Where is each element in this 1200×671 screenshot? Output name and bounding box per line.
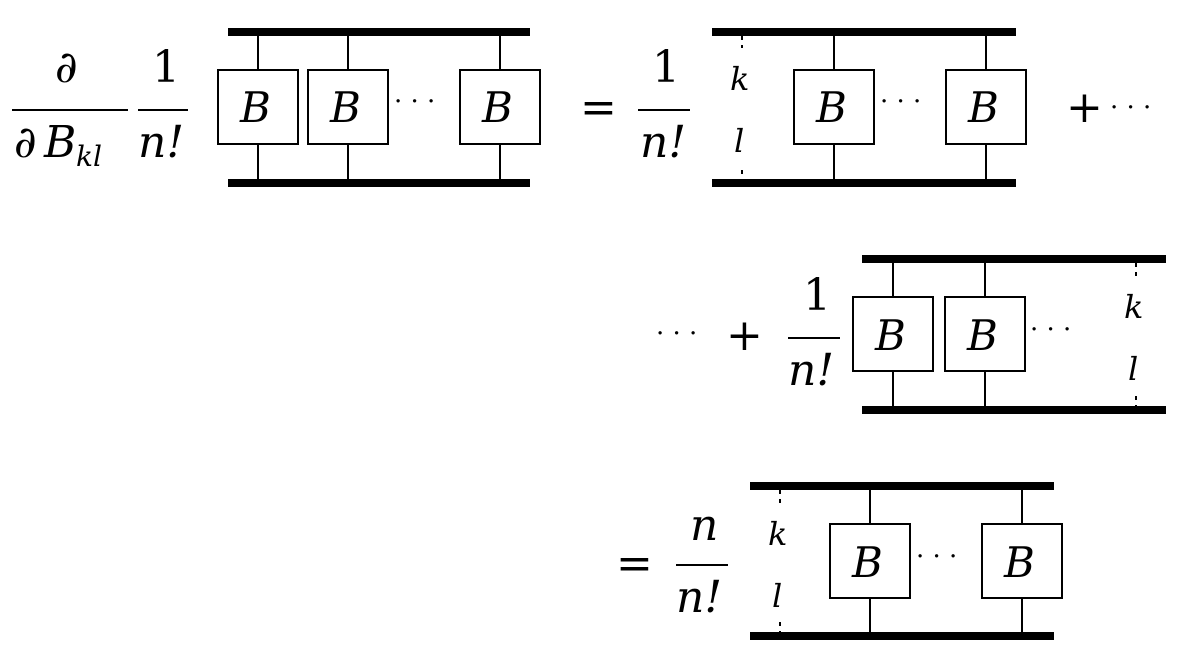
index-k-label: k bbox=[1124, 288, 1143, 326]
b-matrix-box bbox=[829, 523, 911, 599]
ellipsis: · · · bbox=[916, 542, 957, 572]
ellipsis: · · · bbox=[1030, 315, 1071, 345]
b-label: B bbox=[967, 83, 999, 132]
b-label: B bbox=[966, 311, 998, 360]
index-k-label: k bbox=[768, 515, 787, 553]
numerator-n: n bbox=[690, 500, 718, 551]
b-kl-variable: B bbox=[43, 117, 76, 168]
b-label: B bbox=[1003, 538, 1035, 587]
index-l-label: l bbox=[734, 122, 744, 160]
ellipsis: · · · bbox=[394, 87, 435, 117]
b-matrix-box bbox=[945, 69, 1027, 145]
b-matrix-box bbox=[307, 69, 389, 145]
b-label: B bbox=[329, 83, 361, 132]
lhs-derivative-operator: ∂ ∂ B kl bbox=[12, 42, 128, 173]
rhs2-tensor-network: B B · · · k l bbox=[852, 255, 1166, 414]
rhs1-one-over-n-factorial: 1 n! bbox=[638, 42, 690, 168]
denominator-n-factorial: n! bbox=[788, 345, 834, 396]
rhs1-tensor-network: k l B B · · · bbox=[712, 28, 1027, 187]
plus-sign-2: + bbox=[726, 310, 763, 361]
lhs-one-over-n-factorial: 1 n! bbox=[138, 42, 188, 168]
ellipsis: · · · bbox=[880, 87, 921, 117]
b-matrix-box bbox=[981, 523, 1063, 599]
b-matrix-box bbox=[459, 69, 541, 145]
b-matrix-box bbox=[793, 69, 875, 145]
rhs3-tensor-network: k l B B · · · bbox=[750, 482, 1063, 640]
partial-symbol-numerator: ∂ bbox=[55, 42, 78, 93]
denominator-n-factorial: n! bbox=[640, 117, 686, 168]
trailing-ellipsis: · · · bbox=[1110, 93, 1151, 123]
index-l-label: l bbox=[1128, 350, 1138, 388]
b-label: B bbox=[851, 538, 883, 587]
numerator-one: 1 bbox=[152, 42, 180, 93]
kl-subscript: kl bbox=[76, 140, 102, 173]
index-k-label: k bbox=[730, 60, 749, 98]
partial-symbol-denominator: ∂ bbox=[14, 117, 37, 168]
rhs3-n-over-n-factorial: n n! bbox=[676, 500, 728, 623]
denominator-n-factorial: n! bbox=[138, 117, 184, 168]
denominator-n-factorial: n! bbox=[676, 572, 722, 623]
b-matrix-box bbox=[944, 296, 1026, 372]
b-label: B bbox=[874, 311, 906, 360]
index-l-label: l bbox=[772, 577, 782, 615]
numerator-one: 1 bbox=[652, 42, 680, 93]
plus-sign-1: + bbox=[1066, 82, 1103, 133]
equals-sign-2: = bbox=[616, 538, 653, 589]
equals-sign-1: = bbox=[580, 82, 617, 133]
leading-ellipsis: · · · bbox=[656, 319, 697, 349]
b-label: B bbox=[481, 83, 513, 132]
b-label: B bbox=[239, 83, 271, 132]
numerator-one: 1 bbox=[803, 270, 831, 321]
b-label: B bbox=[815, 83, 847, 132]
b-matrix-box bbox=[217, 69, 299, 145]
b-matrix-box bbox=[852, 296, 934, 372]
lhs-tensor-network: B B B · · · bbox=[217, 28, 541, 187]
rhs2-one-over-n-factorial: 1 n! bbox=[788, 270, 840, 396]
